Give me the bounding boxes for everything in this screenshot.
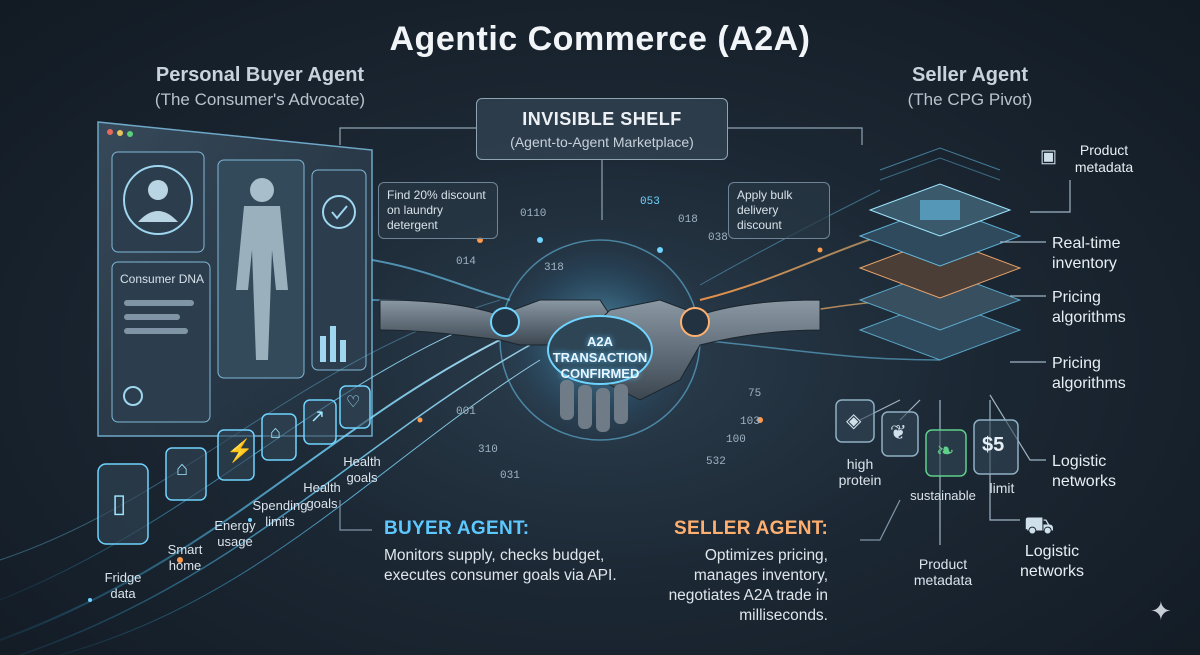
data-number: 053: [640, 196, 660, 208]
fridge-icon: ▯: [112, 488, 126, 519]
seller-bottom-product-metadata: Product metadata: [908, 556, 978, 588]
data-number: 038: [708, 232, 728, 244]
seller-summary-text: Optimizes pricing, manages inventory, ne…: [668, 546, 828, 626]
seller-layer-pricing-1: Pricing algorithms: [1052, 288, 1142, 328]
sparkle-icon: ✦: [1150, 596, 1172, 627]
house-dollar-icon: ⌂: [270, 422, 281, 443]
data-number: 014: [456, 256, 476, 268]
transaction-line-1: A2A: [540, 334, 660, 350]
seller-bottom-logistics: Logistic networks: [1012, 542, 1092, 582]
seller-offer-bubble: Apply bulk delivery discount: [728, 182, 830, 239]
data-number: 100: [726, 434, 746, 446]
buyer-subheading: (The Consumer's Advocate): [120, 90, 400, 110]
data-number: 018: [678, 214, 698, 226]
data-number: 532: [706, 456, 726, 468]
buyer-summary-heading: BUYER AGENT:: [384, 518, 529, 540]
price-tag-icon: $5: [982, 434, 1004, 457]
chart-up-icon: ↗: [310, 406, 325, 427]
smart-home-icon: ⌂: [176, 458, 188, 481]
transaction-line-3: CONFIRMED: [540, 366, 660, 382]
seller-subheading: (The CPG Pivot): [860, 90, 1080, 110]
box-icon: ▣: [1040, 146, 1057, 167]
protein-icon: ◈: [846, 408, 861, 433]
data-number: 318: [544, 262, 564, 274]
input-label-fridge: Fridge data: [98, 570, 148, 602]
consumer-dna-label: Consumer DNA: [120, 272, 204, 286]
transaction-status: A2A TRANSACTION CONFIRMED: [540, 334, 660, 382]
seller-heading: Seller Agent: [860, 64, 1080, 87]
input-label-smart-home: Smart home: [160, 542, 210, 574]
buyer-heading: Personal Buyer Agent: [120, 64, 400, 87]
input-label-health-1: Health goals: [300, 480, 344, 512]
energy-bolt-icon: ⚡: [226, 438, 253, 464]
data-number: 75: [748, 388, 761, 400]
invisible-shelf-box: INVISIBLE SHELF (Agent-to-Agent Marketpl…: [476, 98, 728, 160]
transaction-line-2: TRANSACTION: [540, 350, 660, 366]
buyer-summary-text: Monitors supply, checks budget, executes…: [384, 546, 620, 586]
data-number: 001: [456, 406, 476, 418]
seller-bottom-sustainable: sustainable: [908, 488, 978, 504]
leaf-icon: ❦: [890, 420, 907, 445]
heart-pulse-icon: ♡: [346, 392, 360, 412]
seller-bottom-limit: limit: [982, 480, 1022, 496]
input-label-health-2: Health goals: [340, 454, 384, 486]
data-number: 031: [500, 470, 520, 482]
truck-icon: ⛟: [1024, 512, 1054, 542]
seller-layer-product-metadata: Product metadata: [1064, 142, 1144, 176]
seller-server-stack: [860, 148, 1020, 360]
shelf-subtitle: (Agent-to-Agent Marketplace): [477, 134, 727, 150]
data-number: 310: [478, 444, 498, 456]
buyer-request-bubble: Find 20% discount on laundry detergent: [378, 182, 498, 239]
seller-layer-pricing-2: Pricing algorithms: [1052, 354, 1142, 394]
seller-layer-inventory: Real-time inventory: [1052, 234, 1132, 274]
page-title: Agentic Commerce (A2A): [0, 20, 1200, 59]
data-number: 0110: [520, 208, 546, 220]
seller-summary-heading: SELLER AGENT:: [674, 518, 828, 540]
shelf-title: INVISIBLE SHELF: [477, 109, 727, 130]
data-number: 103: [740, 416, 760, 428]
sustainable-leaf-icon: ❧: [936, 438, 954, 464]
seller-bottom-high-protein: high protein: [830, 456, 890, 488]
seller-layer-logistics: Logistic networks: [1052, 452, 1132, 492]
